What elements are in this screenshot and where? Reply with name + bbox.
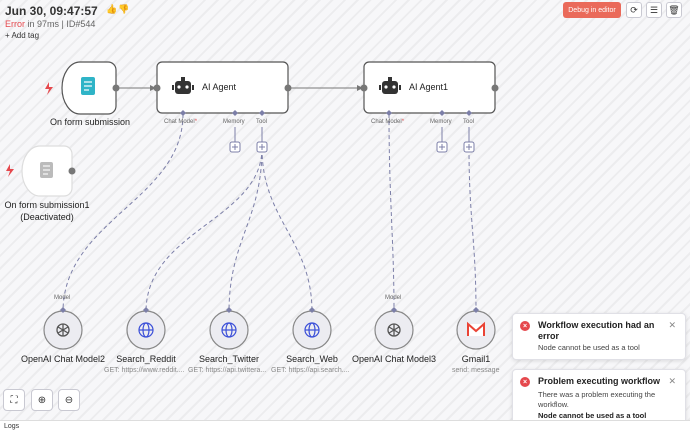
- search-reddit-node[interactable]: [126, 307, 166, 350]
- globe-icon: [221, 322, 237, 338]
- openai-chat-model3-label: OpenAI Chat Model3: [351, 354, 437, 364]
- refresh-icon[interactable]: ⟳: [626, 2, 642, 18]
- openai-chat-model2-label: OpenAI Chat Model2: [20, 354, 106, 364]
- logs-label: Logs: [4, 423, 20, 430]
- memory-port-label: Memory: [430, 119, 452, 125]
- openai-chat-model2-node[interactable]: [43, 307, 83, 350]
- toast-body: There was a problem executing the workfl…: [538, 390, 656, 409]
- search-twitter-label: Search_Twitter: [198, 354, 260, 364]
- form-submission1-node[interactable]: [21, 145, 76, 197]
- connection-chatmodel2: [62, 113, 184, 313]
- connection-reddit: [145, 147, 263, 313]
- close-icon[interactable]: ✕: [668, 320, 676, 330]
- ai-agent1-node[interactable]: [360, 61, 499, 116]
- ai-agent1-title: AI Agent1: [409, 82, 449, 92]
- toast-title: Workflow execution had an error: [538, 320, 655, 341]
- error-toast: × Workflow execution had an error Node c…: [512, 313, 686, 360]
- trigger-bolt-icon: [45, 82, 53, 95]
- globe-icon: [304, 322, 320, 338]
- gmail1-label: Gmail1: [461, 354, 491, 364]
- execution-title: Jun 30, 09:47:57: [5, 4, 98, 18]
- trigger-bolt-icon: [6, 164, 14, 177]
- add-tag-button[interactable]: + Add tag: [5, 31, 40, 40]
- ai-agent-node[interactable]: [153, 61, 292, 116]
- toast-title: Problem executing workflow: [538, 376, 661, 386]
- connection-chatmodel3: [388, 113, 395, 313]
- execution-duration: in 97ms | ID#544: [25, 19, 96, 29]
- sub-connections: [62, 113, 477, 313]
- execution-meta: Error in 97ms | ID#544: [5, 19, 95, 29]
- close-icon[interactable]: ✕: [668, 376, 676, 386]
- error-icon: ×: [520, 377, 530, 387]
- debug-in-editor-button[interactable]: Debug in editor: [563, 2, 621, 18]
- add-memory-button[interactable]: [229, 141, 241, 153]
- openai-chat-model3-node[interactable]: [374, 307, 414, 350]
- zoom-out-icon: ⊖: [64, 394, 74, 406]
- chat-model-port-label: Chat Model*: [164, 119, 198, 125]
- form-submission-node[interactable]: [61, 61, 120, 115]
- list-icon[interactable]: ☰: [646, 2, 662, 18]
- add-tool-button[interactable]: [463, 141, 475, 153]
- model-port-label: Model: [54, 295, 71, 301]
- openai-icon: [387, 323, 401, 337]
- chat-model-port-label: Chat Model*: [371, 119, 405, 125]
- toast-body: Node cannot be used as a tool: [538, 343, 640, 352]
- execution-status: Error: [5, 19, 25, 29]
- connection-twitter: [228, 147, 263, 313]
- gmail1-node[interactable]: [456, 307, 496, 350]
- zoom-in-icon: ⊕: [37, 394, 47, 406]
- zoom-in-button[interactable]: ⊕: [31, 389, 53, 411]
- ai-agent-title: AI Agent: [202, 82, 237, 92]
- form-submission1-status: (Deactivated): [20, 212, 74, 222]
- zoom-out-button[interactable]: ⊖: [58, 389, 80, 411]
- gmail1-subtitle: send: message: [452, 367, 500, 374]
- openai-icon: [56, 323, 70, 337]
- fit-view-icon: ⛶: [10, 394, 18, 406]
- connection-web: [261, 147, 313, 313]
- form-submission1-label: On form submission1: [4, 200, 90, 210]
- search-reddit-label: Search_Reddit: [116, 354, 176, 364]
- connection-gmail: [468, 147, 477, 313]
- memory-port-label: Memory: [223, 119, 245, 125]
- globe-icon: [138, 322, 154, 338]
- tool-port-label: Tool: [463, 119, 475, 125]
- error-toast: × Problem executing workflow There was a…: [512, 369, 686, 428]
- search-web-node[interactable]: [292, 307, 332, 350]
- tool-port-label: Tool: [256, 119, 268, 125]
- search-twitter-node[interactable]: [209, 307, 249, 350]
- main-connections: [118, 85, 363, 91]
- form-submission-label: On form submission: [49, 117, 131, 127]
- error-icon: ×: [520, 321, 530, 331]
- search-web-label: Search_Web: [286, 354, 338, 364]
- trash-icon[interactable]: 🗑: [666, 2, 682, 18]
- search-twitter-subtitle: GET: https://api.twittera...: [188, 367, 267, 374]
- execution-header: Jun 30, 09:47:57 👍 👎 Error in 97ms | ID#…: [0, 0, 690, 44]
- robot-icon: [172, 77, 194, 94]
- add-memory-button[interactable]: [436, 141, 448, 153]
- thumbs-up-icon[interactable]: 👍: [106, 4, 118, 14]
- toast-detail: Node cannot be used as a tool: [538, 411, 647, 420]
- gmail-icon: [467, 321, 485, 336]
- search-reddit-subtitle: GET: https://www.reddit....: [104, 367, 185, 374]
- search-web-subtitle: GET: https://api.search....: [271, 367, 350, 374]
- add-tool-button[interactable]: [256, 141, 268, 153]
- fit-view-button[interactable]: ⛶: [3, 389, 25, 411]
- robot-icon: [379, 77, 401, 94]
- logs-bar[interactable]: Logs: [0, 420, 690, 433]
- model-port-label: Model: [385, 295, 402, 301]
- thumbs-down-icon[interactable]: 👎: [118, 4, 130, 14]
